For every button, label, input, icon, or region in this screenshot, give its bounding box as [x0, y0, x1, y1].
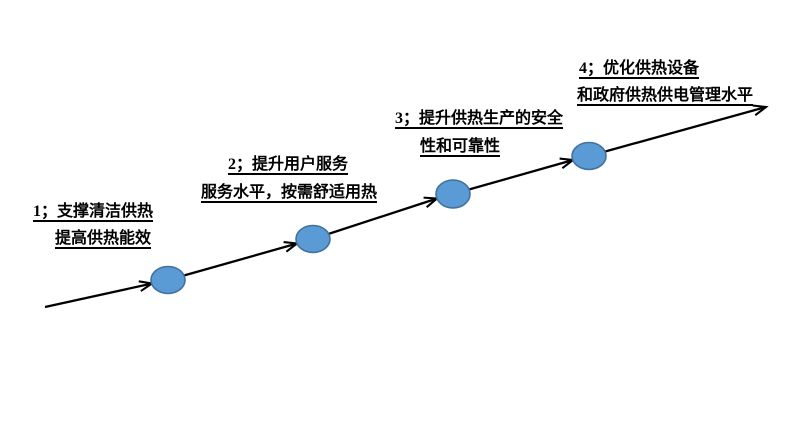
stage-2-label-line-2: 服务水平，按需舒适用热: [201, 184, 378, 201]
stage-1-label-line-1: 1；支撑清洁供热: [33, 203, 154, 220]
arrow-segment-1: [44, 280, 155, 309]
stage-node-3: [435, 179, 471, 209]
arrow-segment-3: [312, 196, 440, 241]
stage-3-label-line-1: 3；提升供热生产的安全: [395, 110, 564, 127]
stage-node-2: [295, 224, 331, 254]
arrow-segment-5: [588, 104, 769, 158]
stage-4-label-line-1: 4；优化供热设备: [579, 60, 700, 77]
arrow-segment-2: [167, 241, 300, 282]
stage-1-label-line-2: 提高供热能效: [55, 230, 152, 247]
stage-4-label-line-2: 和政府供热供电管理水平: [577, 87, 754, 104]
arrow-segment-4: [452, 157, 576, 196]
stage-2-label-line-1: 2；提升用户服务: [228, 156, 349, 173]
stage-node-4: [571, 141, 607, 171]
stage-3-label-line-2: 性和可靠性: [420, 138, 501, 155]
stage-node-1: [150, 265, 186, 295]
